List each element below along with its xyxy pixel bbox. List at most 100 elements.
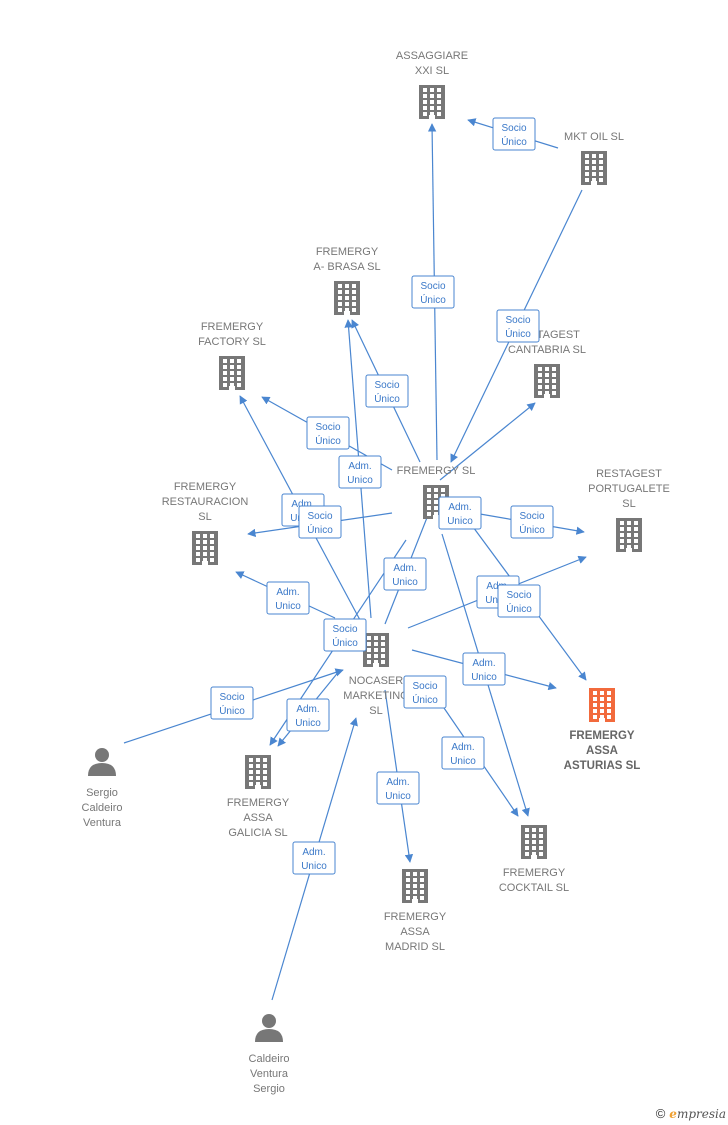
edge-label-nocaser-madrid[interactable]: Adm.Unico xyxy=(376,771,420,805)
node-mktoil[interactable]: MKT OIL SL xyxy=(564,131,624,185)
node-label: NOCASER xyxy=(349,675,403,687)
building-window xyxy=(381,648,385,652)
building-window xyxy=(237,371,241,375)
edge-labels-layer: SocioÚnicoSocioÚnicoSocioÚnicoSocioÚnico… xyxy=(210,117,554,875)
building-window xyxy=(256,758,260,762)
building-window xyxy=(599,154,603,158)
edge-label-box xyxy=(492,117,536,151)
building-icon xyxy=(616,518,642,552)
building-window xyxy=(352,284,356,288)
building-window xyxy=(592,166,596,170)
edge-label-fremergy-cantabria[interactable]: Adm.Unico xyxy=(438,496,482,530)
edge-label-nocaser-brasa[interactable]: Adm.Unico xyxy=(338,455,382,489)
building-window xyxy=(585,172,589,176)
building-window xyxy=(249,758,253,762)
edge-label-nocaser-galicia[interactable]: Adm.Unico xyxy=(286,698,330,732)
building-window xyxy=(203,540,207,544)
building-icon xyxy=(192,531,218,565)
building-window xyxy=(525,834,529,838)
building-window xyxy=(249,764,253,768)
building-window xyxy=(552,373,556,377)
building-window xyxy=(256,776,260,780)
building-window xyxy=(338,284,342,288)
building-window xyxy=(367,654,371,658)
edge-label-nocaser-asturias[interactable]: Adm.Unico xyxy=(462,652,506,686)
edge-label-text: Unico xyxy=(392,577,418,588)
node-label: COCKTAIL SL xyxy=(499,882,569,894)
brand-logo[interactable]: empresia xyxy=(669,1106,726,1121)
edge-label-text: Socio xyxy=(332,624,357,635)
building-window xyxy=(196,540,200,544)
building-window xyxy=(203,534,207,538)
node-label: Caldeiro xyxy=(249,1053,290,1065)
edge-label-box xyxy=(306,416,350,450)
building-window xyxy=(441,494,445,498)
building-window xyxy=(352,308,356,312)
edge-fremergy-cantabria xyxy=(439,402,536,481)
node-label: FREMERGY xyxy=(316,246,379,258)
edge-label-nocaser-cocktail[interactable]: Adm.Unico xyxy=(441,736,485,770)
building-icon xyxy=(521,825,547,859)
building-window xyxy=(627,533,631,537)
building-window xyxy=(634,539,638,543)
building-window xyxy=(381,654,385,658)
edge-label-text: Único xyxy=(374,392,400,405)
building-window xyxy=(599,178,603,182)
building-window xyxy=(441,488,445,492)
edge-label-nocaser-fremergy[interactable]: Adm.Unico xyxy=(383,557,427,591)
edge-label-box xyxy=(411,275,455,309)
building-door xyxy=(202,561,208,565)
edge-label-text: Único xyxy=(505,327,531,340)
footer-brand: © empresia xyxy=(656,1106,726,1121)
building-window xyxy=(345,308,349,312)
building-icon xyxy=(419,85,445,119)
building-door xyxy=(429,115,435,119)
building-window xyxy=(374,660,378,664)
building-window xyxy=(634,521,638,525)
building-icon xyxy=(589,688,615,722)
edge-label-sergio2-nocaser[interactable]: Adm.Unico xyxy=(292,841,336,875)
building-window xyxy=(593,697,597,701)
node-label: Sergio xyxy=(253,1083,285,1095)
building-window xyxy=(538,373,542,377)
edge-label-text: Socio xyxy=(374,380,399,391)
building-window xyxy=(406,872,410,876)
building-window xyxy=(538,385,542,389)
edge-label-nocaser-restauracion[interactable]: Adm.Unico xyxy=(266,581,310,615)
edge-label-text: Adm. xyxy=(348,461,371,472)
edge-label-text: Adm. xyxy=(291,499,314,510)
building-window xyxy=(413,878,417,882)
building-window xyxy=(230,371,234,375)
building-window xyxy=(434,488,438,492)
building-window xyxy=(532,846,536,850)
node-label: CANTABRIA SL xyxy=(508,344,586,356)
edge-label-box xyxy=(383,557,427,591)
edge-label-text: Unico xyxy=(471,672,497,683)
building-window xyxy=(230,383,234,387)
building-window xyxy=(345,284,349,288)
